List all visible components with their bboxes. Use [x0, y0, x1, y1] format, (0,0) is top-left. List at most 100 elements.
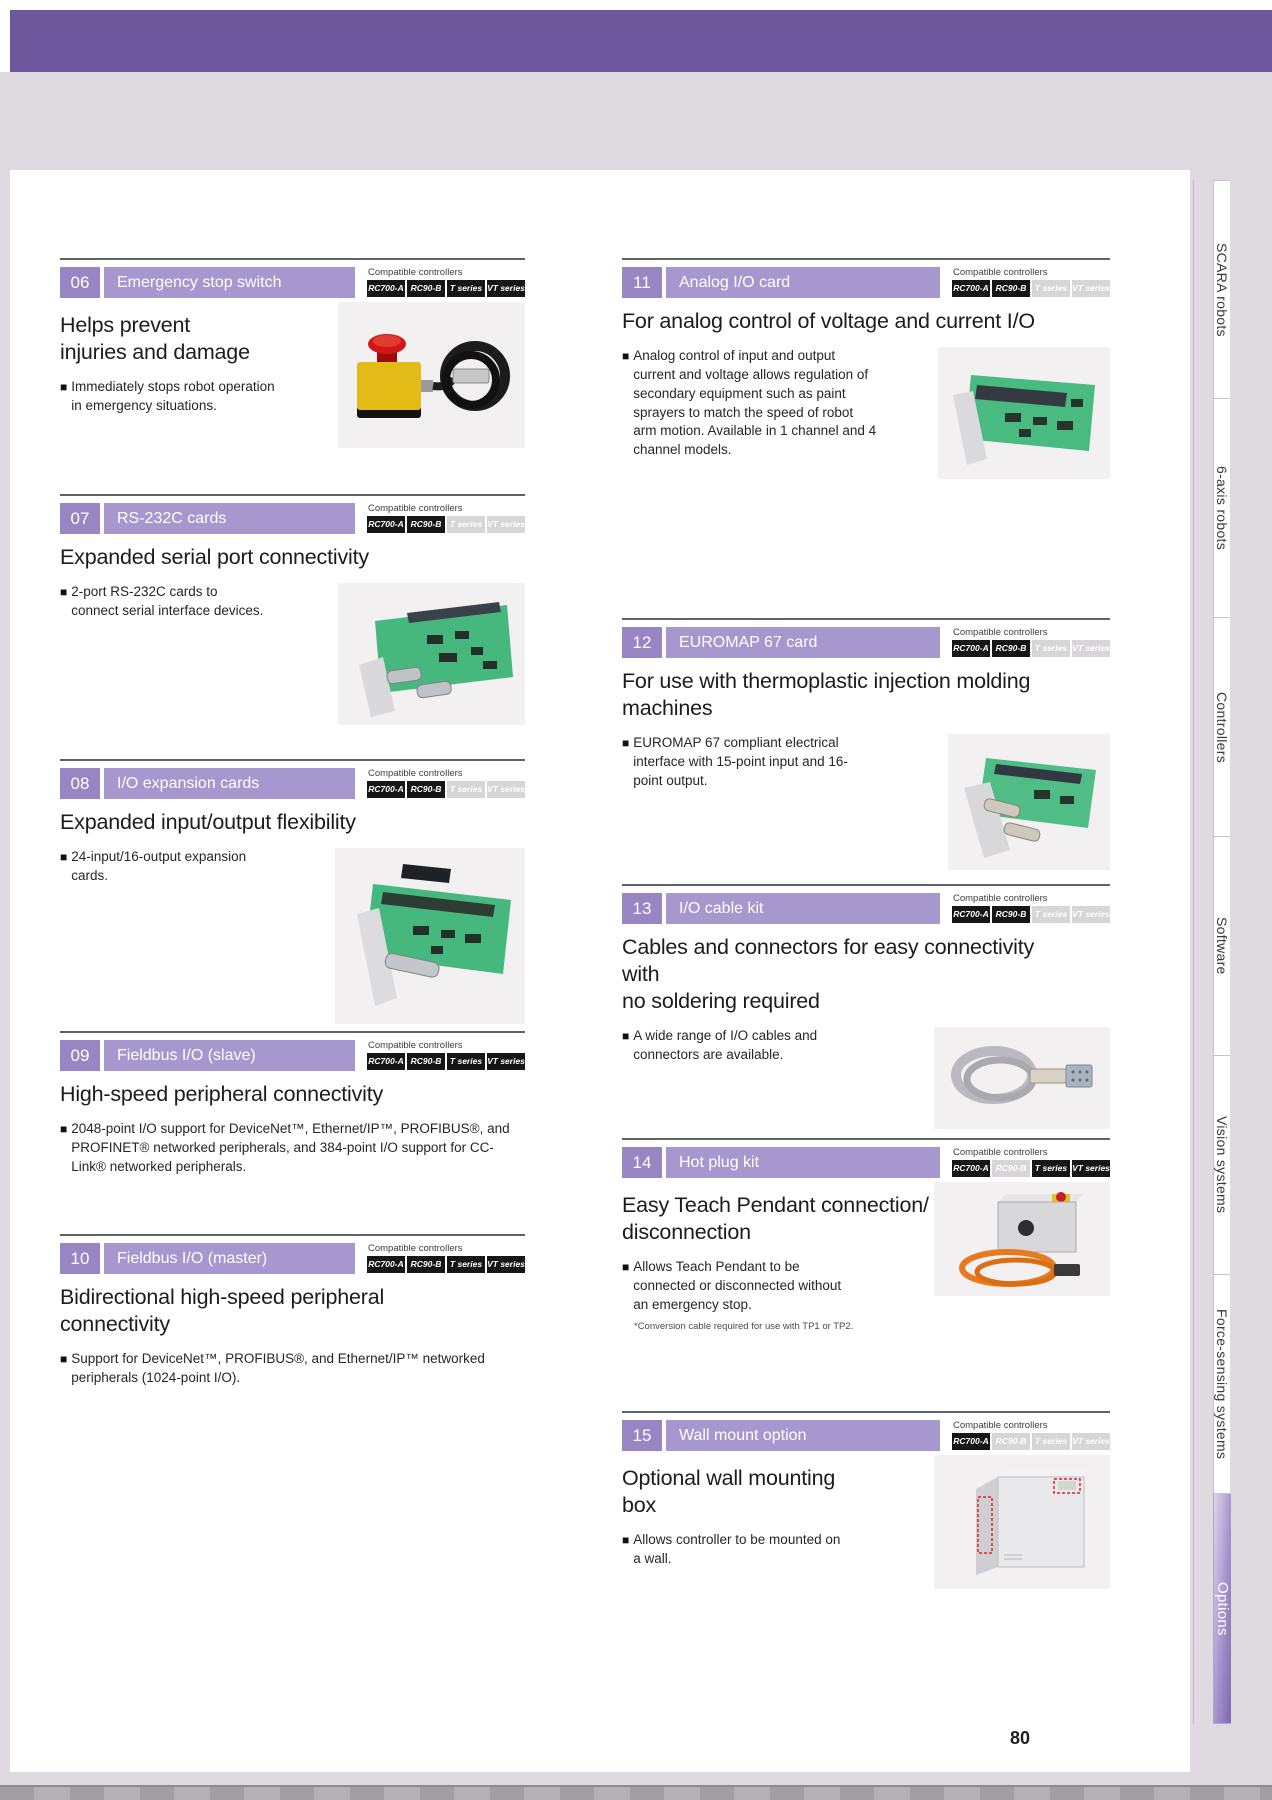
controller-badge: T series: [1032, 1160, 1070, 1177]
section-number: 10: [60, 1243, 100, 1274]
page-bottom-edge: [0, 1785, 1272, 1800]
section-title: Hot plug kit: [666, 1147, 940, 1178]
controller-badge: VT series: [487, 781, 525, 798]
section-headline: Bidirectional high-speed peripheral conn…: [60, 1285, 385, 1336]
controller-badge: VT series: [487, 280, 525, 297]
compatible-controllers-label: Compatible controllers: [953, 1147, 1048, 1158]
controller-badge: VT series: [1072, 640, 1110, 657]
section-divider: [60, 1234, 525, 1236]
emergency-stop-image: [338, 302, 525, 448]
compatible-controllers-label: Compatible controllers: [368, 768, 463, 779]
section-title: I/O cable kit: [666, 893, 940, 924]
section-headline: Easy Teach Pendant connection/ disconnec…: [622, 1193, 929, 1244]
wall-mount-box-image: [934, 1455, 1110, 1589]
top-purple-banner: [10, 10, 1272, 72]
controller-badge: T series: [447, 1053, 485, 1070]
controller-badge: T series: [447, 516, 485, 533]
io-expansion-card-illustration: [356, 863, 511, 1006]
sidebar-tab-scara-robots[interactable]: SCARA robots: [1213, 180, 1230, 399]
euromap-card-illustration: [964, 757, 1096, 858]
controller-badge: RC90-B: [407, 516, 445, 533]
controller-badge: VT series: [1072, 1433, 1110, 1450]
section-divider: [622, 1411, 1110, 1413]
bullet-item: ■Support for DeviceNet™, PROFIBUS®, and …: [60, 1350, 525, 1388]
controller-badge: RC90-B: [992, 640, 1030, 657]
io-expansion-card-image: [335, 847, 525, 1024]
section-bullets: ■2-port RS-232C cards to connect serial …: [60, 583, 265, 621]
controller-badge: RC700-A: [367, 781, 405, 798]
controller-badge: VT series: [487, 1053, 525, 1070]
sidebar-tab-options[interactable]: Options: [1213, 1494, 1231, 1724]
euromap-card-image: [948, 733, 1110, 870]
controller-badge: RC700-A: [952, 906, 990, 923]
controller-badge: RC700-A: [367, 516, 405, 533]
section-headline: For analog control of voltage and curren…: [622, 309, 1035, 333]
controller-badge: VT series: [487, 1256, 525, 1273]
sidebar-tab-controllers[interactable]: Controllers: [1213, 618, 1230, 837]
analog-io-card-image: [938, 346, 1110, 479]
sidebar-tab-force-sensing-systems[interactable]: Force-sensing systems: [1213, 1275, 1230, 1494]
section-title: I/O expansion cards: [104, 768, 355, 799]
controller-badge: RC90-B: [992, 1160, 1030, 1177]
bullet-text: 2048-point I/O support for DeviceNet™, E…: [71, 1120, 510, 1174]
section-number: 14: [622, 1147, 662, 1178]
controller-badge: RC700-A: [952, 1433, 990, 1450]
analog-io-card-illustration: [953, 374, 1095, 465]
controller-badge: RC700-A: [367, 1256, 405, 1273]
section-headline: For use with thermoplastic injection mol…: [622, 669, 1031, 720]
section-title: Fieldbus I/O (slave): [104, 1040, 355, 1071]
sidebar-tab-software[interactable]: Software: [1213, 837, 1230, 1056]
bullet-text: Analog control of input and output curre…: [633, 347, 877, 458]
controller-badge: RC90-B: [407, 280, 445, 297]
section-headline: Cables and connectors for easy connectiv…: [622, 935, 1035, 1013]
sidebar-tab-6-axis-robots[interactable]: 6-axis robots: [1213, 399, 1230, 618]
bullet-item: ■Analog control of input and output curr…: [622, 347, 877, 460]
section-divider: [622, 618, 1110, 620]
section-bullets: ■Allows Teach Pendant to be connected or…: [622, 1258, 934, 1333]
compatible-controllers-label: Compatible controllers: [368, 267, 463, 278]
bullet-text: 2-port RS-232C cards to connect serial i…: [71, 583, 264, 618]
bullet-square-icon: ■: [622, 735, 630, 750]
section-bullets: ■24-input/16-output expansion cards.: [60, 848, 275, 886]
section-number: 11: [622, 267, 662, 298]
compatible-controllers-label: Compatible controllers: [953, 893, 1048, 904]
bullet-text: EUROMAP 67 compliant electrical interfac…: [633, 734, 848, 788]
emergency-stop-illustration: [356, 334, 510, 418]
controller-badge: RC90-B: [407, 1256, 445, 1273]
controller-badge: RC90-B: [407, 781, 445, 798]
section-divider: [622, 1138, 1110, 1140]
bullet-square-icon: ■: [60, 584, 68, 599]
section-bullets: ■Analog control of input and output curr…: [622, 347, 877, 460]
compatible-controllers-label: Compatible controllers: [953, 627, 1048, 638]
bullet-item: ■A wide range of I/O cables and connecto…: [622, 1027, 862, 1065]
controller-badge: T series: [447, 781, 485, 798]
section-title: Emergency stop switch: [104, 267, 355, 298]
controller-badge: VT series: [487, 516, 525, 533]
compatible-controllers-label: Compatible controllers: [368, 1040, 463, 1051]
bullet-square-icon: ■: [60, 379, 68, 394]
bullet-text: 24-input/16-output expansion cards.: [71, 848, 247, 883]
bullet-square-icon: ■: [622, 1259, 630, 1274]
section-title: Wall mount option: [666, 1420, 940, 1451]
bullet-item: ■2-port RS-232C cards to connect serial …: [60, 583, 265, 621]
section-number: 12: [622, 627, 662, 658]
bullet-square-icon: ■: [60, 1351, 68, 1366]
sidebar-tab-vision-systems[interactable]: Vision systems: [1213, 1056, 1230, 1275]
section-title: Analog I/O card: [666, 267, 940, 298]
section-headline: Optional wall mounting box: [622, 1466, 836, 1517]
section-bullets: ■EUROMAP 67 compliant electrical interfa…: [622, 734, 862, 791]
controller-badge: RC700-A: [367, 280, 405, 297]
section-title: Fieldbus I/O (master): [104, 1243, 355, 1274]
